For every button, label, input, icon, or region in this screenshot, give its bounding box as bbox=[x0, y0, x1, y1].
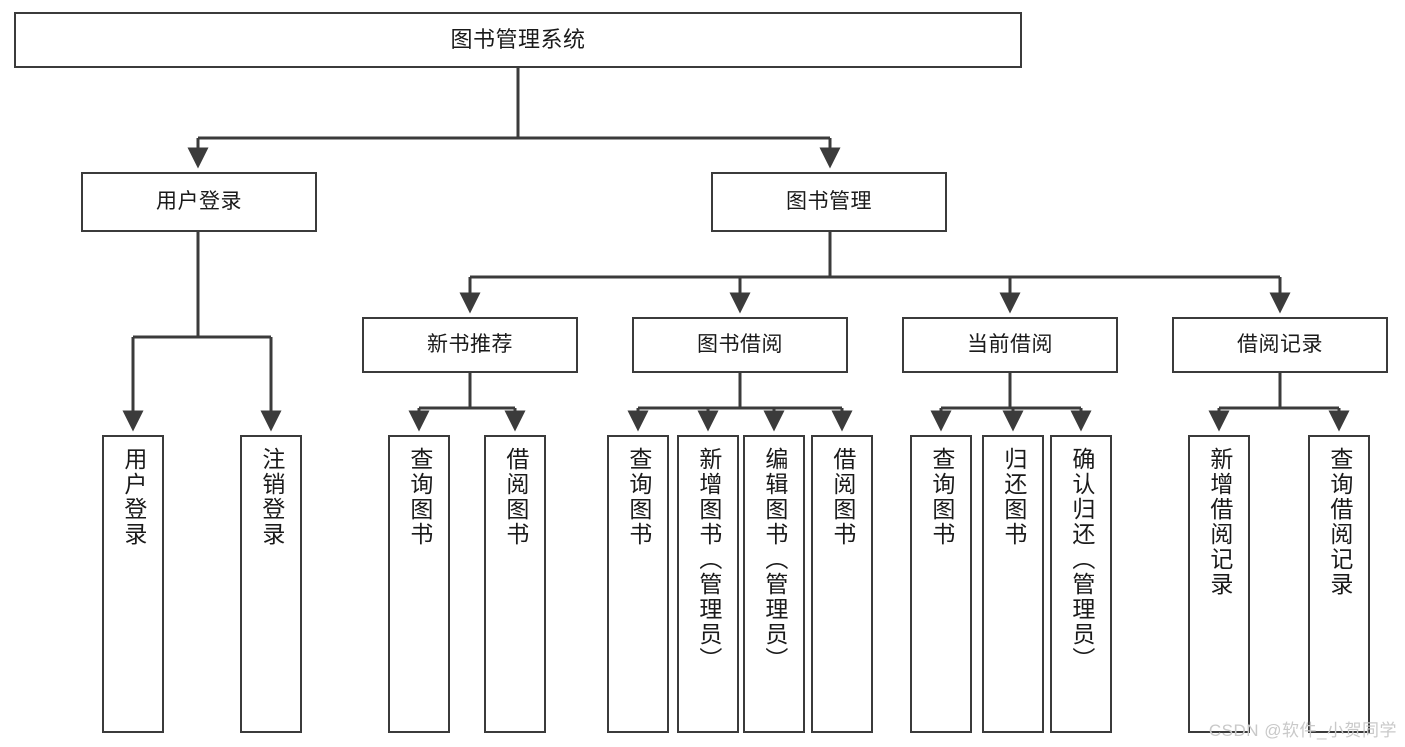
node-book-manage-label: 图书管理 bbox=[786, 190, 872, 214]
node-user-login[interactable]: 用户登录 bbox=[81, 172, 317, 232]
node-leaf-query-book-1[interactable]: 查询图书 bbox=[388, 435, 450, 733]
node-leaf-query-book-3[interactable]: 查询图书 bbox=[910, 435, 972, 733]
node-current-borrow[interactable]: 当前借阅 bbox=[902, 317, 1118, 373]
node-leaf-query-book-2-label: 查询图书 bbox=[625, 447, 652, 547]
node-leaf-query-book-3-label: 查询图书 bbox=[928, 447, 955, 547]
node-leaf-query-book-1-label: 查询图书 bbox=[406, 447, 433, 547]
node-leaf-borrow-book-2[interactable]: 借阅图书 bbox=[811, 435, 873, 733]
node-leaf-add-book[interactable]: 新增图书（管理员） bbox=[677, 435, 739, 733]
node-leaf-confirm-return[interactable]: 确认归还（管理员） bbox=[1050, 435, 1112, 733]
node-leaf-add-record[interactable]: 新增借阅记录 bbox=[1188, 435, 1250, 733]
node-book-manage[interactable]: 图书管理 bbox=[711, 172, 947, 232]
node-new-book-rec-label: 新书推荐 bbox=[427, 333, 513, 357]
watermark: CSDN @软件_小贺同学 bbox=[1208, 721, 1397, 740]
node-user-login-label: 用户登录 bbox=[156, 190, 242, 214]
node-current-borrow-label: 当前借阅 bbox=[967, 333, 1053, 357]
node-leaf-borrow-book-2-label: 借阅图书 bbox=[829, 447, 856, 547]
node-leaf-query-record-label: 查询借阅记录 bbox=[1326, 447, 1353, 597]
node-leaf-logout-label: 注销登录 bbox=[258, 447, 285, 547]
node-borrow-record-label: 借阅记录 bbox=[1237, 333, 1323, 357]
node-leaf-query-book-2[interactable]: 查询图书 bbox=[607, 435, 669, 733]
node-leaf-user-login[interactable]: 用户登录 bbox=[102, 435, 164, 733]
node-leaf-confirm-return-label: 确认归还（管理员） bbox=[1068, 447, 1095, 672]
node-new-book-rec[interactable]: 新书推荐 bbox=[362, 317, 578, 373]
node-leaf-edit-book-label: 编辑图书（管理员） bbox=[761, 447, 788, 672]
node-leaf-return-book-label: 归还图书 bbox=[1000, 447, 1027, 547]
node-root-label: 图书管理系统 bbox=[450, 26, 586, 52]
node-leaf-borrow-book-1-label: 借阅图书 bbox=[502, 447, 529, 547]
node-leaf-query-record[interactable]: 查询借阅记录 bbox=[1308, 435, 1370, 733]
node-root[interactable]: 图书管理系统 bbox=[14, 12, 1022, 68]
node-leaf-user-login-label: 用户登录 bbox=[120, 447, 147, 547]
node-leaf-add-record-label: 新增借阅记录 bbox=[1206, 447, 1233, 597]
node-book-borrow-label: 图书借阅 bbox=[697, 333, 783, 357]
node-leaf-return-book[interactable]: 归还图书 bbox=[982, 435, 1044, 733]
node-book-borrow[interactable]: 图书借阅 bbox=[632, 317, 848, 373]
node-borrow-record[interactable]: 借阅记录 bbox=[1172, 317, 1388, 373]
node-leaf-edit-book[interactable]: 编辑图书（管理员） bbox=[743, 435, 805, 733]
node-leaf-logout[interactable]: 注销登录 bbox=[240, 435, 302, 733]
node-leaf-add-book-label: 新增图书（管理员） bbox=[695, 447, 722, 672]
node-leaf-borrow-book-1[interactable]: 借阅图书 bbox=[484, 435, 546, 733]
